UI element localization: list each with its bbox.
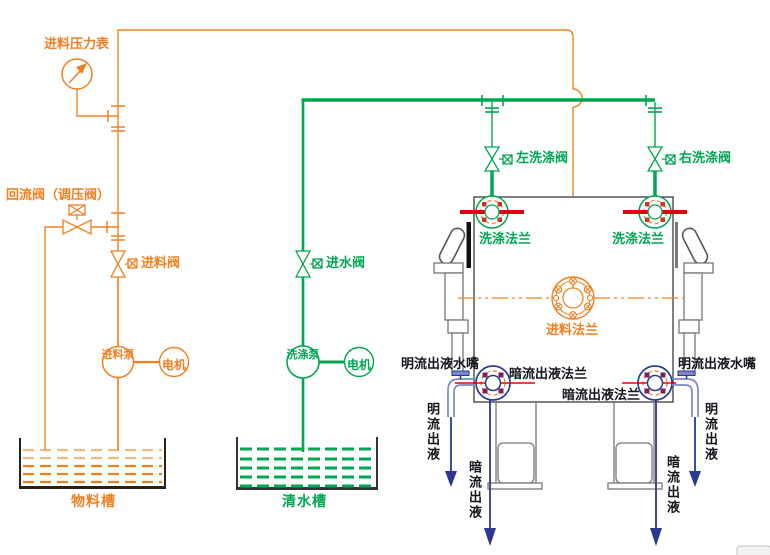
pressure-gauge-label: 进料压力表 (44, 36, 110, 51)
open-flow-arrow-left (445, 417, 457, 487)
feed-pump-icon (101, 345, 190, 379)
dark-flow-flange-label-right: 暗流出液法兰 (562, 387, 641, 402)
feed-flange-label: 进料法兰 (546, 322, 599, 337)
left-wash-flange-symbol (460, 195, 524, 229)
right-handle-icon (681, 227, 709, 265)
water-inlet-valve-symbol (294, 250, 323, 278)
wash-motor-label: 电机 (346, 358, 371, 372)
clean-water-tank-icon (236, 437, 378, 490)
return-valve-label: 回流阀（调压阀） (6, 187, 111, 202)
wash-pipe-flange-ticks (481, 95, 662, 113)
dark-flow-outlet-label-right: 暗流出液 (665, 455, 680, 515)
left-handle-icon (438, 227, 466, 265)
return-valve-symbol (62, 204, 92, 236)
right-dark-outlet-flange-symbol (622, 365, 676, 401)
left-leg (487, 402, 543, 490)
left-wash-valve-label: 左洗涤阀 (516, 150, 569, 165)
dark-flow-flange-label-left: 暗流出液法兰 (509, 366, 588, 381)
left-wash-valve-symbol (483, 146, 513, 172)
feed-pipe-flange-ticks (106, 105, 125, 241)
feed-pump-label: 进料泵 (101, 349, 135, 361)
water-inlet-valve-label: 进水阀 (326, 255, 366, 270)
open-flow-arrow-right (689, 417, 701, 487)
corner-widget (736, 545, 770, 555)
right-wash-valve-label: 右洗涤阀 (679, 150, 732, 165)
feed-motor-label: 电机 (161, 358, 186, 372)
wash-pump-label: 洗涤泵 (286, 349, 320, 361)
open-flow-outlet-label-right: 明流出液 (703, 402, 718, 462)
feed-flange-symbol (458, 276, 688, 320)
left-wash-flange-label: 洗涤法兰 (479, 231, 532, 246)
open-flow-nozzle-label-right: 明流出液水嘴 (678, 356, 757, 371)
open-flow-outlet-label-left: 明流出液 (425, 402, 440, 462)
open-flow-nozzle-label-left: 明流出液水嘴 (401, 356, 480, 371)
material-tank-icon (19, 438, 166, 489)
right-leg (607, 402, 663, 490)
right-wash-flange-symbol (623, 195, 687, 229)
right-outlet-faucet-icon (672, 370, 699, 417)
material-tank-label: 物料槽 (71, 493, 116, 509)
right-wash-valve-symbol (646, 146, 676, 172)
left-side-bracket (433, 262, 469, 375)
left-dark-outlet-flange-symbol (455, 365, 535, 401)
clean-water-tank-label: 清水槽 (282, 493, 327, 509)
feed-valve-symbol (109, 250, 138, 278)
right-side-bracket (678, 262, 714, 375)
dark-flow-arrow-right (650, 400, 662, 546)
dark-flow-outlet-label-left: 暗流出液 (467, 460, 482, 520)
feed-valve-label: 进料阀 (141, 255, 181, 270)
filter-press-body (433, 196, 714, 403)
pressure-gauge-icon (61, 58, 93, 90)
right-wash-flange-label: 洗涤法兰 (612, 231, 665, 246)
wash-pump-icon (286, 345, 375, 379)
dark-flow-arrow-left (484, 400, 496, 546)
left-outlet-faucet-icon (447, 370, 476, 417)
